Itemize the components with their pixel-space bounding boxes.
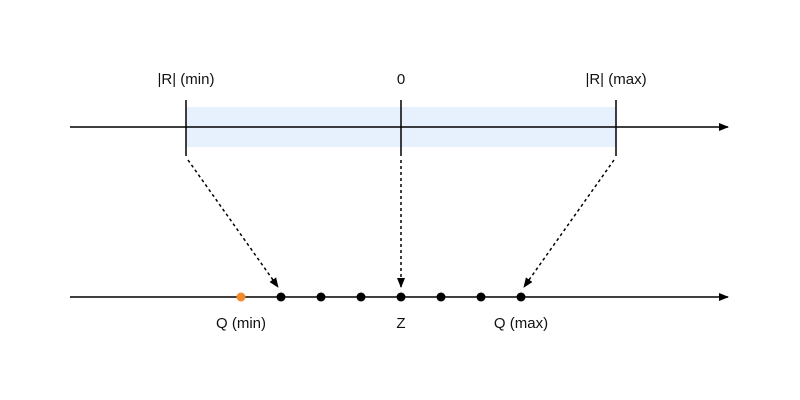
real-max-label: |R| (max): [585, 71, 646, 88]
quantized-point: [516, 292, 526, 302]
quantized-points: [276, 292, 526, 302]
quantized-point: [436, 292, 446, 302]
quantized-point: [396, 292, 406, 302]
quantized-point: [476, 292, 486, 302]
quantized-axis: Q (min) Z Q (max): [70, 292, 729, 332]
quantized-point: [276, 292, 286, 302]
real-axis: |R| (min) 0 |R| (max): [70, 71, 729, 156]
min-mapping-arrow: [187, 159, 279, 288]
mapping-arrows: [187, 159, 615, 288]
q-max-label: Q (max): [494, 315, 548, 332]
quantized-point: [316, 292, 326, 302]
real-zero-label: 0: [397, 71, 405, 88]
max-mapping-arrow: [523, 159, 615, 288]
real-min-label: |R| (min): [158, 71, 215, 88]
quantized-point: [356, 292, 366, 302]
out-of-range-point: [236, 292, 246, 302]
q-min-label: Q (min): [216, 315, 266, 332]
q-zero-label: Z: [396, 315, 405, 332]
